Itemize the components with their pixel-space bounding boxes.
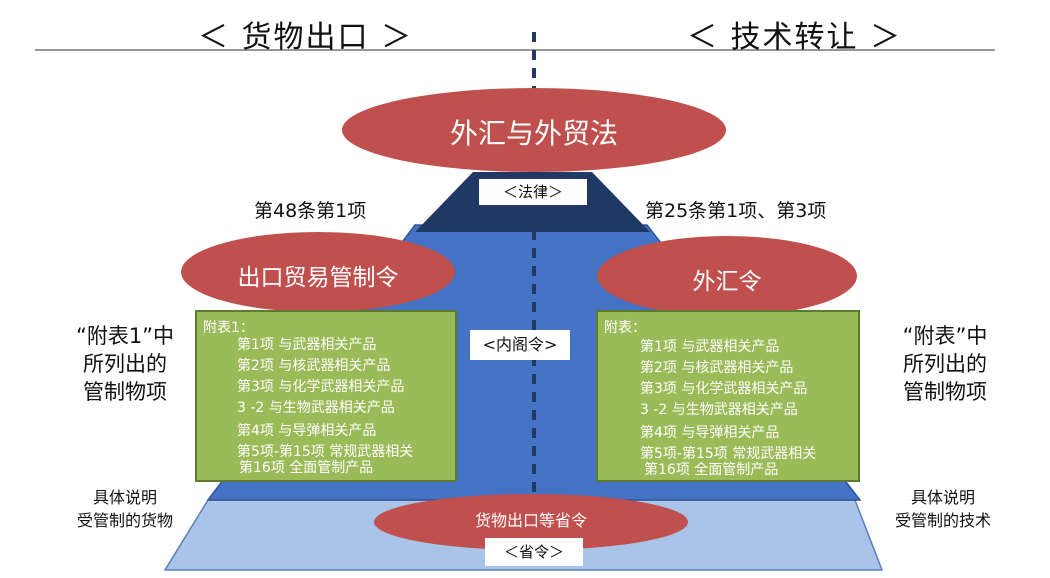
bottom-left-line1: 具体说明	[92, 488, 157, 507]
right-side-description: “附表”中 所列出的 管制物项	[880, 322, 1010, 406]
header-tech-transfer: ＜ 技术转让 ＞	[687, 20, 903, 55]
bottom-ellipse-label: 货物出口等省令	[474, 511, 587, 530]
right-box-row: 第5项-第15项 常规武器相关	[640, 446, 817, 462]
left-side-description: “附表1”中 所列出的 管制物项	[55, 322, 195, 406]
left-side-line1: “附表1”中	[75, 324, 175, 348]
right-box-row: 第1项 与武器相关产品	[640, 339, 780, 355]
right-schedule-box: 附表： 第1项 与武器相关产品 第2项 与核武器相关产品 第3项 与化学武器相关…	[596, 310, 860, 482]
right-box-row: 第3项 与化学武器相关产品	[640, 381, 808, 397]
bottom-ellipse	[374, 494, 688, 550]
ministry-tag: ＜省令＞	[485, 538, 583, 566]
left-box-row: 第5项-第15项 常规武器相关	[237, 444, 414, 460]
left-ellipse-label: 出口贸易管制令	[237, 265, 399, 291]
article-left: 第48条第1项	[254, 200, 367, 222]
right-side-line2: 所列出的	[903, 352, 987, 376]
right-box-row: 第4项 与导弹相关产品	[640, 425, 780, 441]
bottom-right-line2: 受管制的技术	[894, 511, 991, 530]
left-box-row: 3 -2 与生物武器相关产品	[237, 400, 395, 416]
law-tag: ＜法律＞	[479, 179, 587, 205]
left-box-title: 附表1：	[203, 320, 254, 336]
right-side-line3: 管制物项	[903, 380, 987, 404]
left-side-line2: 所列出的	[83, 352, 167, 376]
left-box-row: 第16项 全面管制产品	[239, 460, 374, 476]
top-ellipse	[342, 88, 726, 172]
left-box-row: 第1项 与武器相关产品	[237, 337, 377, 353]
right-ellipse-label: 外汇令	[692, 269, 762, 295]
left-schedule-box: 附表1： 第1项 与武器相关产品 第2项 与核武器相关产品 第3项 与化学武器相…	[195, 310, 457, 482]
left-box-row: 第2项 与核武器相关产品	[237, 358, 391, 374]
header-goods-export: ＜ 货物出口 ＞	[198, 20, 414, 55]
bottom-left-description: 具体说明 受管制的货物	[50, 486, 200, 532]
left-box-row: 第4项 与导弹相关产品	[237, 423, 377, 439]
right-box-row: 第2项 与核武器相关产品	[640, 360, 794, 376]
right-box-row: 第16项 全面管制产品	[644, 462, 779, 478]
bottom-right-line1: 具体说明	[910, 488, 975, 507]
left-box-row: 第3项 与化学武器相关产品	[237, 379, 405, 395]
article-right: 第25条第1项、第3项	[645, 200, 827, 222]
right-box-title: 附表：	[604, 320, 646, 336]
top-ellipse-label: 外汇与外贸法	[449, 117, 618, 150]
bottom-left-line2: 受管制的货物	[76, 511, 173, 530]
right-ellipse	[597, 236, 857, 316]
left-side-line3: 管制物项	[83, 380, 167, 404]
left-ellipse	[181, 232, 455, 312]
right-box-row: 3 -2 与生物武器相关产品	[640, 402, 798, 418]
bottom-right-description: 具体说明 受管制的技术	[868, 486, 1018, 532]
cabinet-tag: <内阁令>	[470, 330, 570, 360]
right-side-line1: “附表”中	[902, 324, 988, 348]
